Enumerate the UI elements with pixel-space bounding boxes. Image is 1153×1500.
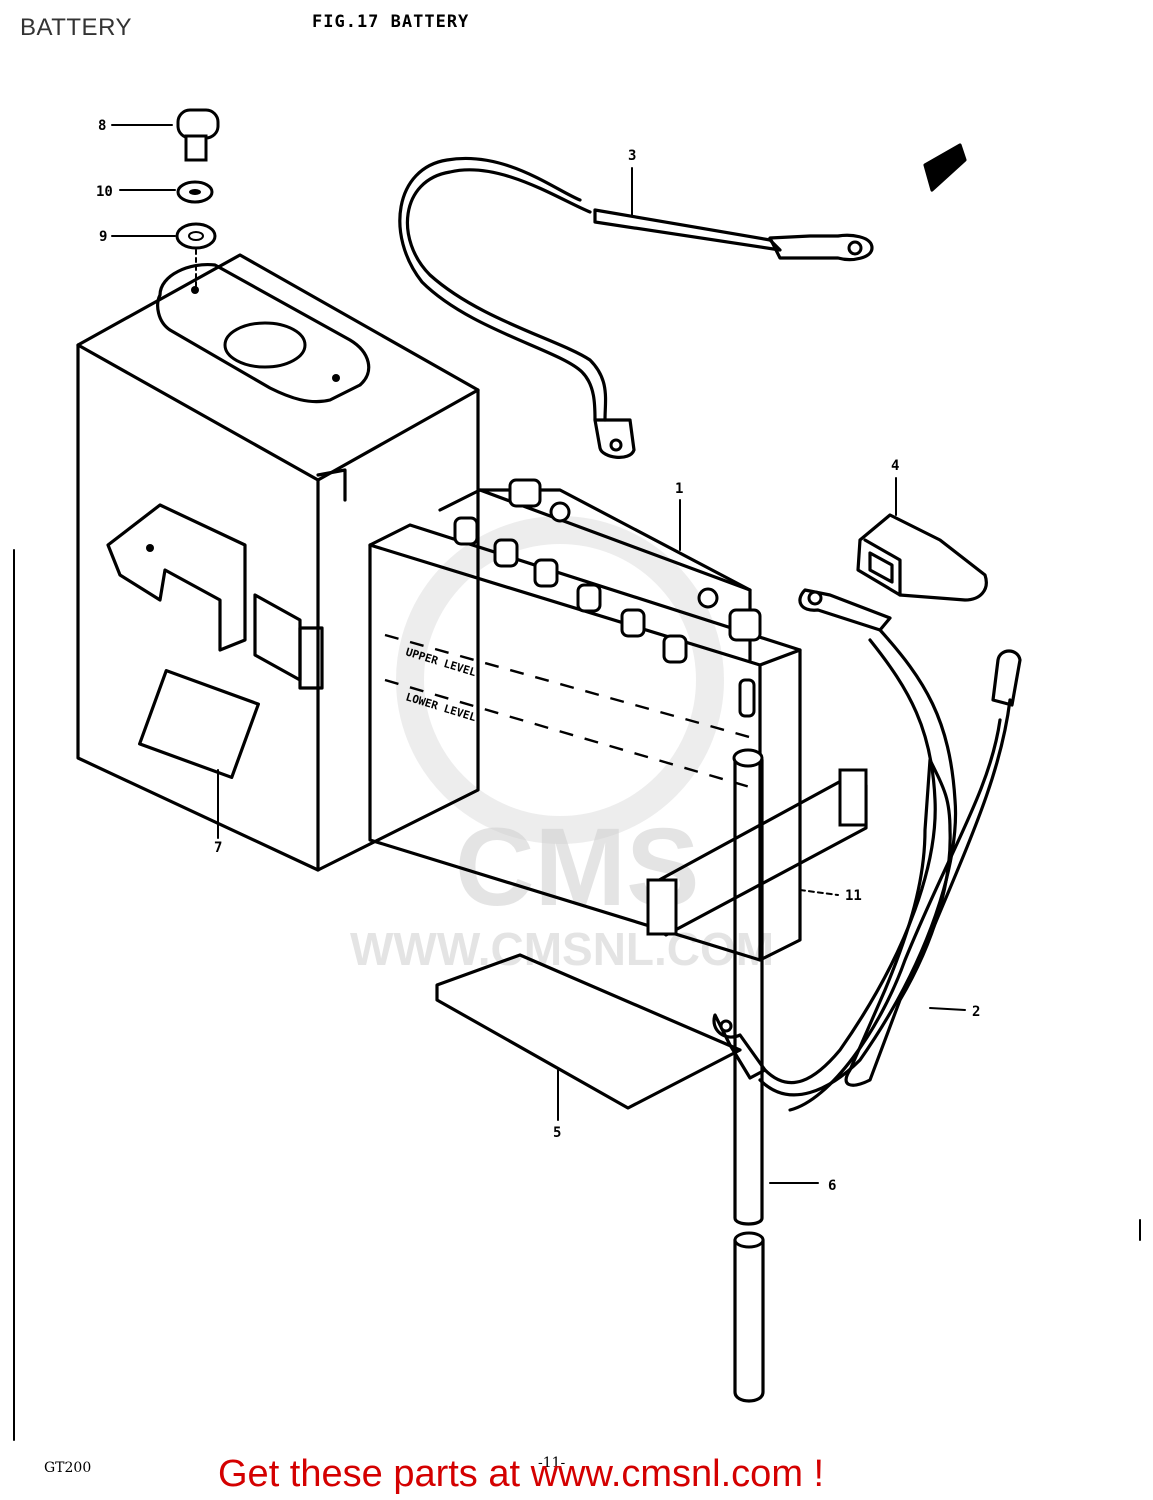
callout-7: 7 — [214, 840, 222, 856]
leader-2 — [929, 1007, 966, 1011]
part-2-harness — [712, 588, 1022, 1112]
part-6-breather-tube — [732, 748, 765, 1403]
watermark-url: WWW.CMSNL.COM — [350, 923, 774, 975]
callout-11: 11 — [845, 888, 862, 904]
callout-10: 10 — [96, 184, 113, 200]
cta-link[interactable]: Get these parts at www.cmsnl.com ! — [218, 1453, 825, 1495]
callout-5: 5 — [553, 1125, 561, 1141]
figure-title: FIG.17 BATTERY — [312, 12, 470, 32]
callout-9: 9 — [99, 229, 107, 245]
page-title: BATTERY — [20, 14, 132, 41]
part-1-battery: UPPER LEVEL LOWER LEVEL — [368, 478, 802, 962]
part-4-terminal-cover — [856, 513, 988, 602]
small-clip-part — [923, 143, 967, 192]
page-number: -11- — [538, 1455, 566, 1471]
callout-4: 4 — [891, 458, 899, 474]
callout-1: 1 — [675, 481, 683, 497]
part-8-screw — [111, 108, 220, 162]
part-9-washer — [111, 222, 217, 250]
callout-2: 2 — [972, 1004, 980, 1020]
callout-6: 6 — [828, 1178, 836, 1194]
callout-8: 8 — [98, 118, 106, 134]
part-11-strap — [646, 768, 868, 937]
part-5-pad — [435, 953, 742, 1110]
leader-11 — [799, 889, 839, 896]
part-3-cable — [398, 156, 874, 459]
part-7-battery-cover — [76, 253, 480, 872]
battery-terminals — [453, 478, 762, 718]
part-10-lock-washer — [119, 180, 214, 204]
callout-3: 3 — [628, 148, 636, 164]
model-code: GT200 — [44, 1460, 92, 1476]
